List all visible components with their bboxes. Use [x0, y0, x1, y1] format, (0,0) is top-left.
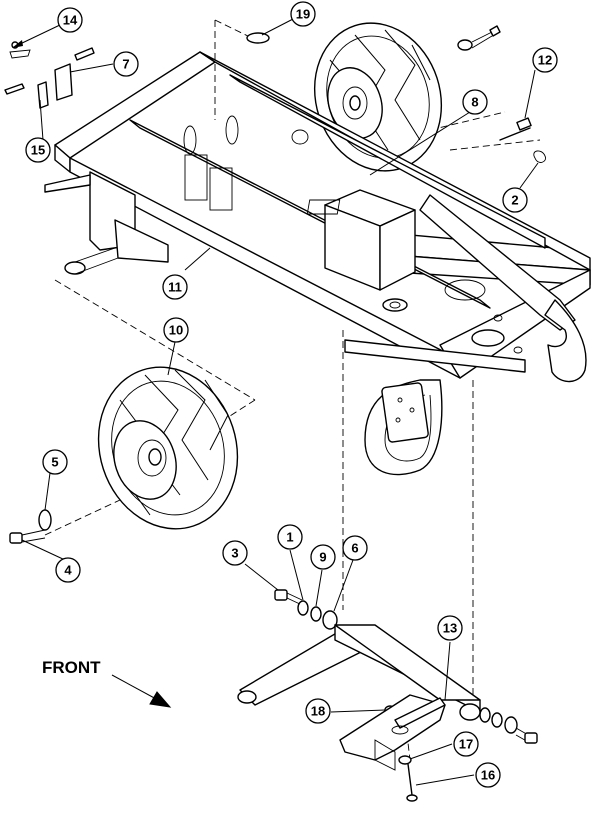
- front-arrow-icon: [149, 691, 172, 708]
- callout-label: 11: [168, 280, 182, 295]
- callout-11: 11: [162, 274, 188, 300]
- callout-10: 10: [163, 317, 189, 343]
- callout-14: 14: [57, 7, 83, 33]
- callout-label: 16: [481, 768, 495, 783]
- callout-2: 2: [502, 187, 528, 213]
- callout-17: 17: [453, 731, 479, 757]
- callout-6: 6: [342, 535, 368, 561]
- callout-18: 18: [305, 698, 331, 724]
- callout-3: 3: [222, 540, 248, 566]
- callout-label: 5: [51, 455, 58, 470]
- callout-5: 5: [42, 449, 68, 475]
- callout-1: 1: [277, 524, 303, 550]
- callout-7: 7: [113, 51, 139, 77]
- callout-label: 7: [122, 57, 129, 72]
- callout-label: 3: [231, 546, 238, 561]
- callout-label: 15: [31, 143, 45, 158]
- tongue-assembly: [237, 624, 481, 771]
- callout-label: 13: [443, 621, 457, 636]
- callout-leaders: [12, 17, 539, 786]
- callout-label: 19: [296, 7, 310, 22]
- callout-label: 9: [319, 550, 326, 565]
- callout-label: 10: [169, 323, 183, 338]
- callout-label: 17: [459, 737, 473, 752]
- callout-12: 12: [532, 47, 558, 73]
- callout-label: 18: [311, 704, 325, 719]
- callout-label: 12: [538, 53, 552, 68]
- callout-4: 4: [55, 557, 81, 583]
- rear-wheel: [313, 22, 443, 172]
- callout-19: 19: [290, 1, 316, 27]
- callout-8: 8: [462, 89, 488, 115]
- callout-label: 2: [511, 193, 518, 208]
- front-label: FRONT: [42, 658, 101, 677]
- frame-assembly: [44, 51, 591, 476]
- callout-15: 15: [25, 137, 51, 163]
- callout-9: 9: [310, 544, 336, 570]
- hardware-parts: [4, 25, 546, 802]
- callout-label: 1: [286, 530, 293, 545]
- callout-13: 13: [437, 615, 463, 641]
- callout-label: 6: [351, 541, 358, 556]
- callout-label: 8: [471, 95, 478, 110]
- callout-label: 4: [64, 563, 72, 578]
- front-wheel: [97, 366, 239, 530]
- callout-label: 14: [63, 13, 78, 28]
- front-direction-indicator: FRONT: [42, 658, 172, 708]
- callout-16: 16: [475, 762, 501, 788]
